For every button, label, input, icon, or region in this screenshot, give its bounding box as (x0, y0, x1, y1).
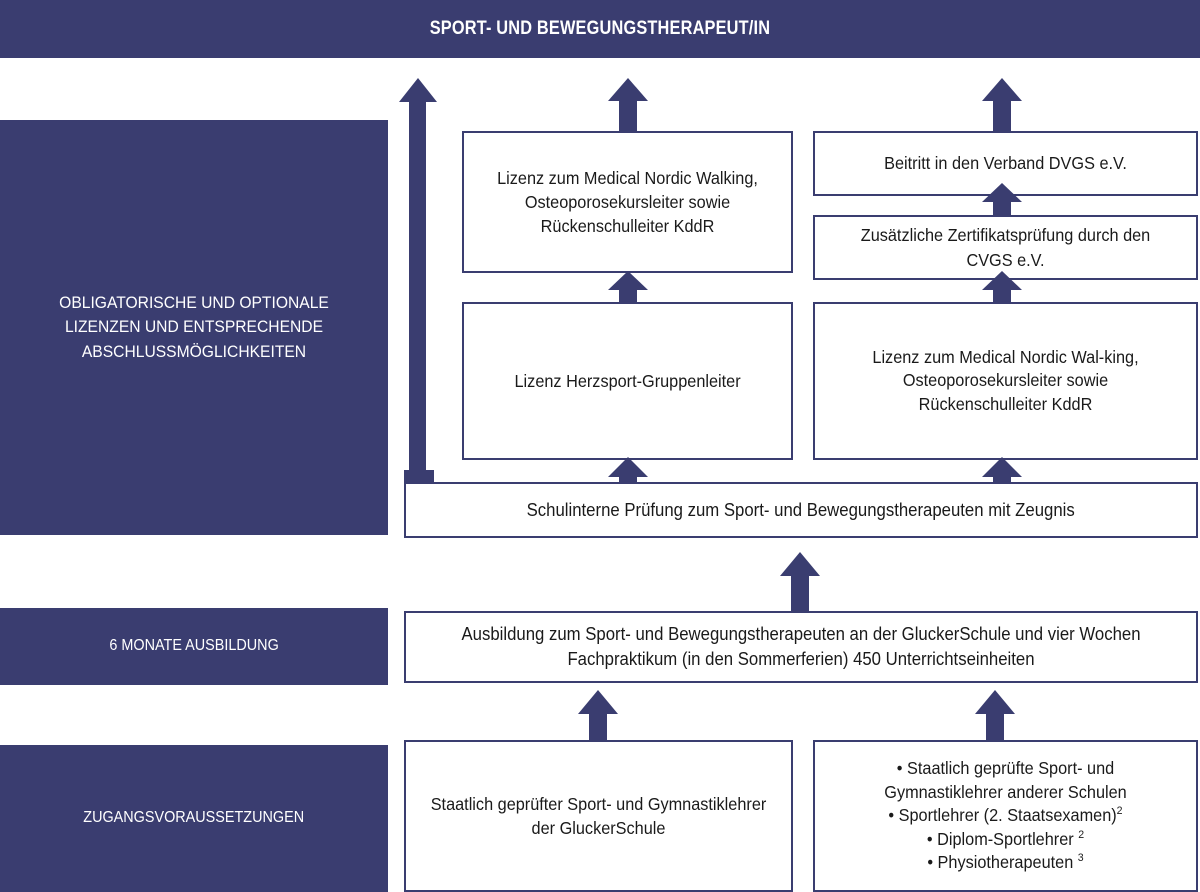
list-item-superscript: 3 (1077, 852, 1084, 865)
banner-title: SPORT- UND BEWEGUNGSTHERAPEUT/IN (429, 18, 771, 39)
box-middle-top: Lizenz zum Medical Nordic Walking, Osteo… (462, 131, 793, 273)
sidebar-item-licenses: OBLIGATORISCHE UND OPTIONALE LIZENZEN UN… (0, 120, 388, 535)
box-right-third: Lizenz zum Medical Nordic Wal-king, Oste… (813, 302, 1198, 460)
banner-sport-und-bewegungstherapeut: SPORT- UND BEWEGUNGSTHERAPEUT/IN (0, 0, 1200, 58)
list-item: • Physiotherapeuten 3 (838, 851, 1174, 874)
sidebar-item-training: 6 MONATE AUSBILDUNG (0, 608, 388, 685)
box-right-top-text: Beitritt in den Verband DVGS e.V. (884, 153, 1127, 174)
list-item-text: • Physiotherapeuten (927, 852, 1078, 873)
box-requirement-right-list: • Staatlich geprüfte Sport- und Gymnasti… (828, 757, 1182, 874)
box-right-second-text: Zusätzliche Zertifikatsprüfung durch den… (860, 225, 1151, 270)
list-item-superscript: 2 (1078, 828, 1085, 841)
list-item-superscript: 2 (1116, 805, 1123, 818)
list-item: • Sportlehrer (2. Staatsexamen)2 (838, 804, 1174, 827)
box-right-third-text: Lizenz zum Medical Nordic Wal-king, Oste… (872, 346, 1139, 414)
box-exam-bar-text: Schulinterne Prüfung zum Sport- und Bewe… (526, 499, 1076, 520)
box-requirement-right: • Staatlich geprüfte Sport- und Gymnasti… (813, 740, 1198, 892)
list-item: • Staatlich geprüfte Sport- und Gymnasti… (838, 757, 1174, 804)
sidebar-item-licenses-label: OBLIGATORISCHE UND OPTIONALE LIZENZEN UN… (59, 292, 329, 361)
box-training-text: Ausbildung zum Sport- und Bewegungsthera… (461, 624, 1141, 669)
box-middle-bottom: Lizenz Herzsport-Gruppenleiter (462, 302, 793, 460)
list-item-text: • Diplom-Sportlehrer (926, 828, 1079, 849)
sidebar-item-training-label: 6 MONATE AUSBILDUNG (109, 637, 279, 655)
box-right-second: Zusätzliche Zertifikatsprüfung durch den… (813, 215, 1198, 280)
list-item-text: • Staatlich geprüfte Sport- und Gymnasti… (884, 758, 1127, 802)
box-requirement-left: Staatlich geprüfter Sport- und Gymnastik… (404, 740, 793, 892)
sidebar-item-requirements-label: ZUGANGSVORAUSSETZUNGEN (83, 809, 305, 827)
box-middle-top-text: Lizenz zum Medical Nordic Walking, Osteo… (497, 167, 758, 237)
box-middle-bottom-text: Lizenz Herzsport-Gruppenleiter (514, 370, 741, 391)
box-requirement-left-text: Staatlich geprüfter Sport- und Gymnastik… (430, 793, 767, 838)
list-item-text: • Sportlehrer (2. Staatsexamen) (888, 805, 1117, 826)
box-exam-bar: Schulinterne Prüfung zum Sport- und Bewe… (404, 482, 1198, 538)
box-training: Ausbildung zum Sport- und Bewegungsthera… (404, 611, 1198, 683)
sidebar-item-requirements: ZUGANGSVORAUSSETZUNGEN (0, 745, 388, 892)
list-item: • Diplom-Sportlehrer 2 (838, 828, 1174, 851)
